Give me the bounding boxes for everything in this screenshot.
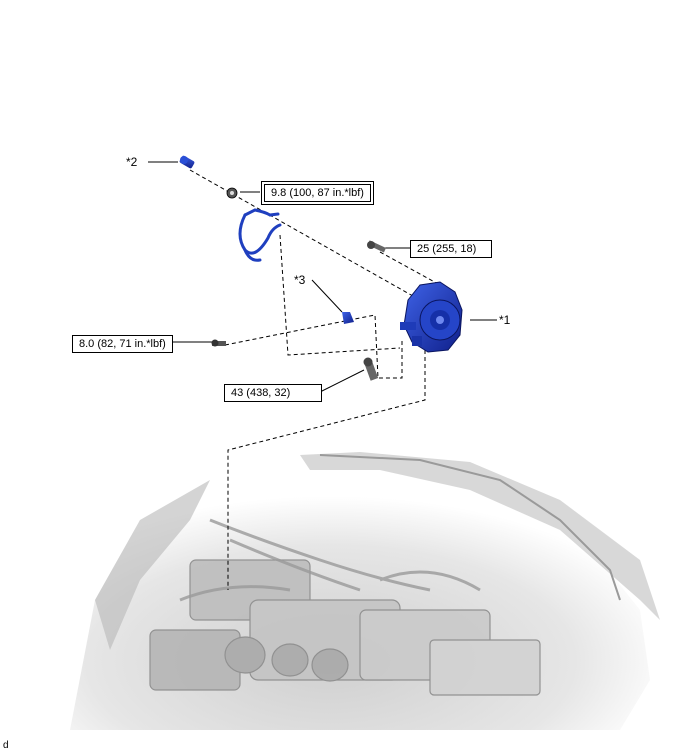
stud-bolt-part xyxy=(179,155,195,169)
torque-label-bolt-43: 43 (438, 32) xyxy=(224,384,322,402)
bolt-8-part xyxy=(211,339,226,347)
vehicle-engine-compartment xyxy=(70,452,660,730)
figure-code: d xyxy=(3,740,9,751)
callout-3: *3 xyxy=(294,273,306,287)
clamp-part xyxy=(342,312,354,324)
wire-harness-part xyxy=(238,208,282,262)
bolt-43-part xyxy=(363,357,379,381)
torque-label-nut: 9.8 (100, 87 in.*lbf) xyxy=(261,181,374,205)
alternator-assembly-part xyxy=(400,281,463,353)
torque-label-bolt-8: 8.0 (82, 71 in.*lbf) xyxy=(72,335,173,353)
nut-part xyxy=(226,187,238,199)
callout-1: *1 xyxy=(499,313,511,327)
leader-lines xyxy=(148,161,497,393)
bolt-25-part xyxy=(367,240,387,253)
torque-label-bolt-25: 25 (255, 18) xyxy=(410,240,492,258)
callout-2: *2 xyxy=(126,155,138,169)
